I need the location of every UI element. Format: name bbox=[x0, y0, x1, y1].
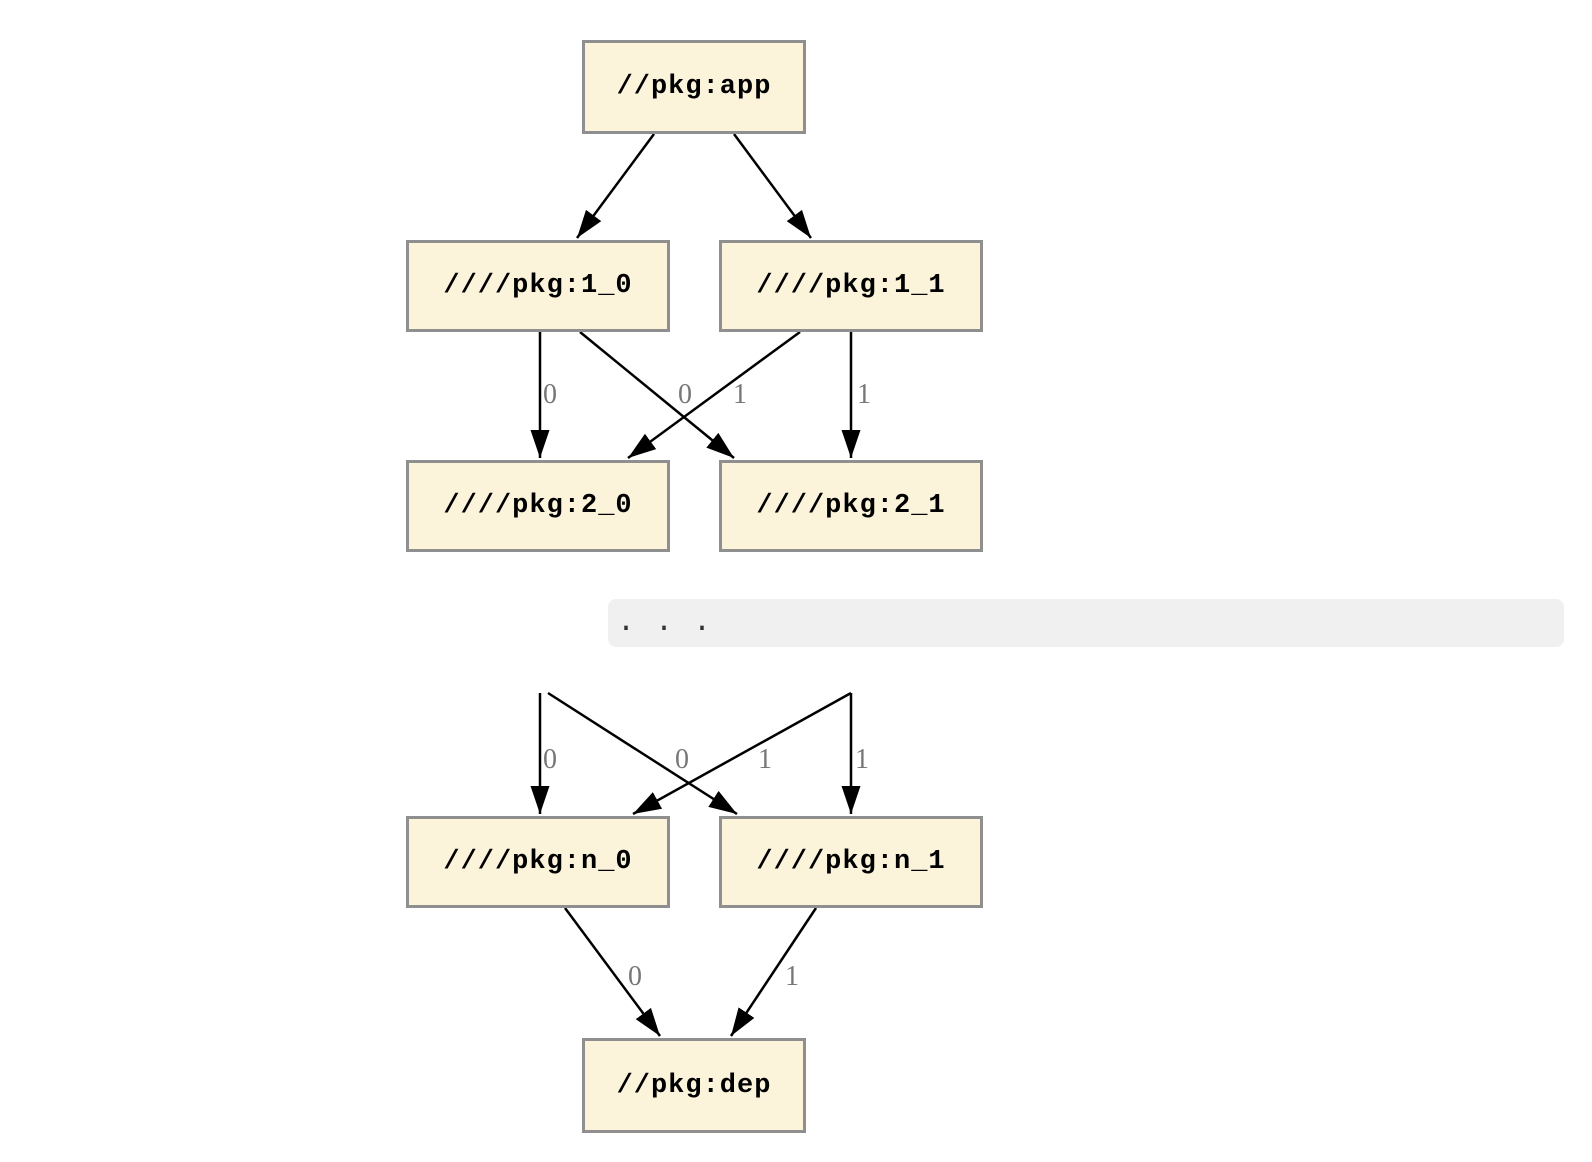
edge-labels: 0 0 1 1 0 0 1 1 0 1 bbox=[543, 379, 871, 992]
node-label: ////pkg:n_1 bbox=[756, 847, 946, 877]
edge-label: 0 bbox=[543, 744, 557, 775]
node-pkg-1-0: ////pkg:1_0 bbox=[406, 240, 670, 332]
node-label: //pkg:dep bbox=[616, 1070, 772, 1101]
edge-app-to-1-0 bbox=[575, 133, 656, 239]
node-label: ////pkg:2_1 bbox=[756, 491, 946, 521]
edge-label: 1 bbox=[857, 379, 871, 410]
edge-label: 1 bbox=[855, 744, 869, 775]
edge-1-0-to-2-1 bbox=[579, 331, 735, 459]
node-pkg-1-1: ////pkg:1_1 bbox=[719, 240, 983, 332]
node-label: ////pkg:1_0 bbox=[443, 271, 633, 301]
edge-ellipsis-to-n-1-cross bbox=[547, 691, 738, 816]
edge-n-0-to-dep bbox=[563, 907, 662, 1037]
edge-label: 0 bbox=[678, 379, 692, 410]
node-pkg-dep: //pkg:dep bbox=[582, 1038, 806, 1133]
edge-label: 0 bbox=[628, 961, 642, 992]
edge-1-1-to-2-0 bbox=[627, 330, 801, 460]
node-pkg-2-1: ////pkg:2_1 bbox=[719, 460, 983, 552]
edge-arrows bbox=[530, 133, 861, 1037]
edge-label: 0 bbox=[675, 744, 689, 775]
node-pkg-n-0: ////pkg:n_0 bbox=[406, 816, 670, 908]
edge-n-1-to-dep bbox=[729, 907, 818, 1037]
edge-label: 0 bbox=[543, 379, 557, 410]
node-pkg-n-1: ////pkg:n_1 bbox=[719, 816, 983, 908]
node-pkg-app: //pkg:app bbox=[582, 40, 806, 134]
node-label: //pkg:app bbox=[616, 72, 772, 102]
node-label: ////pkg:1_1 bbox=[756, 271, 946, 301]
edge-ellipsis-to-n-0-cross bbox=[632, 691, 852, 816]
edge-label: 1 bbox=[733, 379, 747, 410]
node-label: ////pkg:2_0 bbox=[443, 491, 633, 521]
node-label: ////pkg:n_0 bbox=[443, 847, 633, 877]
ellipsis-bar: . . . bbox=[608, 599, 1564, 647]
ellipsis-text: . . . bbox=[617, 606, 713, 640]
edge-app-to-1-1 bbox=[732, 133, 813, 239]
edge-label: 1 bbox=[785, 961, 799, 992]
edge-label: 1 bbox=[758, 744, 772, 775]
node-pkg-2-0: ////pkg:2_0 bbox=[406, 460, 670, 552]
